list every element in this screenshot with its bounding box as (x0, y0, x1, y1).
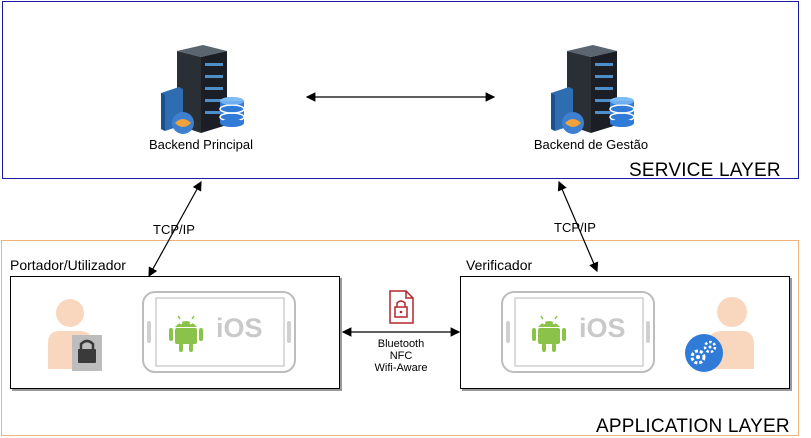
protocol-nfc: NFC (389, 350, 413, 362)
android-icon (169, 315, 203, 352)
service-layer (2, 1, 799, 179)
server-icon (161, 45, 245, 134)
verificador-title: Verificador (466, 257, 533, 273)
server-icon (551, 45, 635, 134)
backend-principal-label: Backend Principal (148, 137, 254, 152)
user-lock-icon (48, 299, 102, 371)
tcp-right-arrow (557, 180, 599, 273)
lock-document-icon (389, 290, 414, 324)
user-gear-icon (685, 297, 754, 372)
android-icon (532, 315, 566, 352)
application-layer (1, 240, 799, 436)
backend-gestao-label: Backend de Gestão (533, 137, 649, 152)
protocol-wifi-aware: Wifi-Aware (374, 362, 428, 374)
protocol-bluetooth: Bluetooth (377, 338, 425, 350)
ios-label: iOS (579, 313, 626, 343)
smartphone-icon (501, 291, 655, 373)
tcp-left-arrow (148, 180, 202, 278)
application-layer-label: APPLICATION LAYER (596, 416, 790, 437)
portador-title: Portador/Utilizador (10, 257, 126, 273)
ios-label: iOS (216, 313, 263, 343)
service-layer-label: SERVICE LAYER (629, 160, 781, 181)
